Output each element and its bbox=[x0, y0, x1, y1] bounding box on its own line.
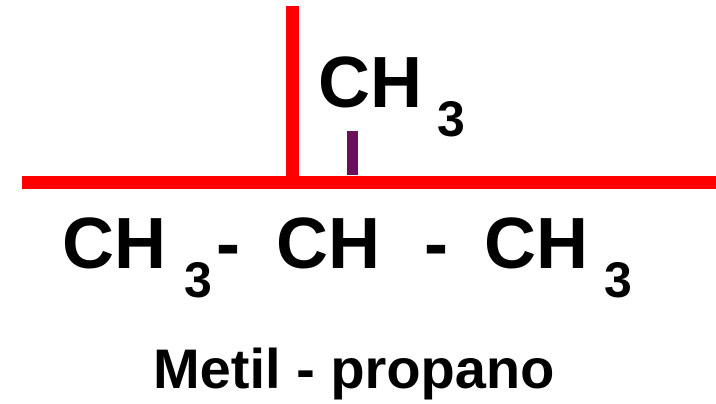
compound-name: Metil - propano bbox=[153, 337, 554, 400]
chain-left-subscript: 3 bbox=[184, 252, 212, 308]
main-chain: CH 3 - CH - CH 3 bbox=[62, 204, 632, 308]
chain-left-ch: CH bbox=[62, 204, 166, 284]
chain-middle-ch: CH bbox=[276, 204, 380, 284]
substituent-subscript: 3 bbox=[437, 91, 465, 147]
substituent-group: CH 3 bbox=[318, 43, 465, 147]
chain-right-bond: - bbox=[424, 204, 448, 284]
substituent-bond-mark bbox=[347, 131, 358, 175]
horizontal-guide-line bbox=[22, 176, 716, 189]
vertical-guide-line bbox=[286, 6, 299, 188]
chain-right-ch: CH bbox=[484, 204, 588, 284]
chain-right-subscript: 3 bbox=[604, 252, 632, 308]
chain-left-bond: - bbox=[216, 204, 240, 284]
substituent-ch: CH bbox=[318, 43, 422, 123]
